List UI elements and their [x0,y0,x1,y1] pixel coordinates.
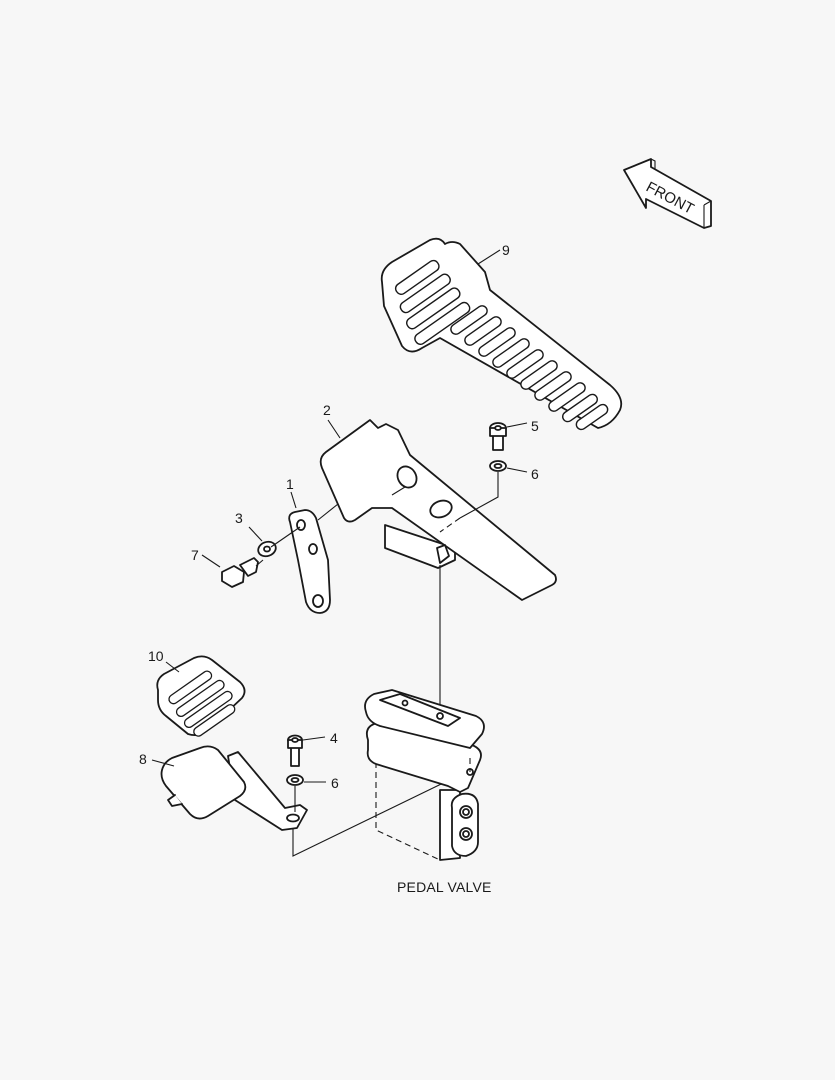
part-8-pedal [151,745,308,831]
part-7-hex-bolt [201,554,264,588]
front-arrow-icon: FRONT [623,158,712,229]
callout-9: 9 [502,242,510,258]
diagram-caption: PEDAL VALVE [397,879,492,895]
part-10-pad [156,655,246,737]
callout-6-top: 6 [531,466,539,482]
part-6-washer-bottom [286,774,326,812]
part-5-socket-bolt [489,422,528,451]
callout-3: 3 [235,510,243,526]
callout-1: 1 [286,476,294,492]
callout-10: 10 [148,648,164,664]
pedal-valve-body [364,689,485,861]
callout-8: 8 [139,751,147,767]
callout-6-bottom: 6 [331,775,339,791]
part-2-pedal-bracket [319,419,557,601]
part-1-link [288,491,339,614]
callout-4: 4 [330,730,338,746]
callout-2: 2 [323,402,331,418]
callout-7: 7 [191,547,199,563]
part-4-socket-bolt [287,734,326,767]
part-6-washer-top [489,460,528,473]
part-3-washer [248,526,301,558]
part-9-pedal-pad [380,237,623,431]
callout-5: 5 [531,418,539,434]
